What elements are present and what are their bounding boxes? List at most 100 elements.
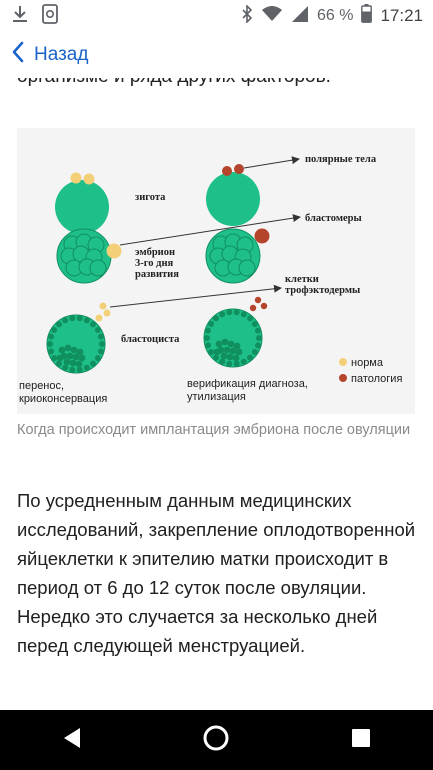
trophectoderm-cell [55, 360, 62, 367]
trophectoderm-cell [62, 364, 69, 371]
label-blastocyst: бластоциста [121, 334, 180, 345]
inner-cell-mass [223, 346, 231, 354]
trophectoderm-norm [103, 309, 111, 317]
label-embryo: эмбрион [135, 247, 175, 258]
trophectoderm-cell [205, 342, 212, 349]
label-cryo: криоконсервация [19, 393, 107, 405]
label-embryo-dev: развития [135, 269, 179, 280]
inner-cell-mass [69, 359, 77, 367]
trophectoderm-cell [254, 327, 261, 334]
wifi-icon [261, 5, 283, 27]
trophectoderm-cell [83, 364, 90, 371]
label-transfer: перенос, [19, 380, 64, 392]
zygote-cell [55, 180, 109, 234]
inner-cell-mass [221, 338, 229, 346]
inner-cell-mass [226, 353, 234, 361]
trophectoderm-cell [51, 355, 58, 362]
label-embryo-day: 3-го дня [135, 258, 173, 269]
signal-icon [291, 5, 309, 28]
label-polar-bodies: полярные тела [305, 154, 377, 165]
blastomere [89, 259, 107, 277]
trophectoderm-cell [240, 311, 247, 318]
trophectoderm-cell [226, 309, 233, 316]
trophectoderm-pathology [260, 302, 268, 310]
trophectoderm-cell [76, 366, 83, 373]
article-content: организме и ряда других факторов. зигота… [0, 78, 433, 710]
trophectoderm-cell [247, 354, 254, 361]
trophectoderm-cell [208, 320, 215, 327]
nav-home-button[interactable] [186, 710, 246, 770]
battery-level: 66 % [316, 7, 354, 24]
trophectoderm-cell [212, 315, 219, 322]
arrow-trophectoderm [109, 284, 282, 308]
trophectoderm-cell [97, 333, 104, 340]
nav-recents-button[interactable] [331, 710, 391, 770]
label-utilization: утилизация [187, 391, 246, 403]
legend-pathology-dot [339, 374, 347, 382]
inner-cell-mass [64, 344, 72, 352]
figure-caption: Когда происходит имплантация эмбриона по… [17, 422, 411, 438]
bluetooth-icon [241, 3, 253, 28]
inner-cell-mass [213, 348, 221, 356]
back-label: Назад [34, 44, 89, 65]
clock: 17:21 [380, 6, 423, 25]
trophectoderm-cell [90, 360, 97, 367]
trophectoderm-cell [219, 311, 226, 318]
trophectoderm-pathology [249, 304, 257, 312]
inner-cell-mass [58, 346, 66, 354]
label-blastomeres: бластомеры [305, 213, 362, 224]
inner-cell-mass [70, 346, 78, 354]
trophectoderm-cell [55, 321, 62, 328]
trophectoderm-cell [226, 360, 233, 367]
inner-cell-mass [66, 352, 74, 360]
trophectoderm-norm [95, 314, 103, 322]
blastocyst [46, 314, 106, 374]
back-button[interactable]: Назад [0, 41, 88, 69]
blastocyst-analyzed [203, 308, 263, 368]
embryo-day3 [56, 228, 112, 284]
polar-body-analyzed [234, 164, 244, 174]
battery-icon [361, 4, 373, 28]
trophectoderm-cell [204, 335, 210, 341]
polar-body [70, 172, 82, 184]
legend-pathology: патология [351, 373, 402, 385]
trophectoderm-cell [256, 335, 262, 341]
blastomere-norm [106, 243, 122, 259]
legend-norm-dot [339, 358, 347, 366]
trophectoderm-cell [233, 309, 240, 316]
trophectoderm-cell [247, 315, 254, 322]
inner-cell-mass [75, 360, 83, 368]
trophectoderm-cell [208, 349, 215, 356]
trophectoderm-cell [254, 342, 261, 349]
label-verification: верификация диагноза, [187, 378, 308, 390]
trophectoderm-cell [51, 326, 58, 333]
download-icon [12, 5, 28, 28]
inner-cell-mass [220, 352, 228, 360]
nav-home-icon [203, 725, 229, 756]
inner-cell-mass [235, 348, 243, 356]
polar-body-analyzed [222, 166, 232, 176]
inner-cell-mass [229, 347, 237, 355]
trophectoderm-norm [99, 302, 107, 310]
trophectoderm-cell [251, 349, 258, 356]
trophectoderm-cell [219, 358, 226, 365]
trophectoderm-cell [69, 315, 76, 322]
embryo-diagram: зигота полярные тела эмбрион 3-го дня ра… [17, 128, 415, 414]
chevron-left-icon [12, 41, 24, 69]
label-trophectoderm: клетки [285, 274, 319, 285]
navigation-bar [0, 710, 433, 770]
trophectoderm-cell [83, 317, 90, 324]
inner-cell-mass [76, 348, 84, 356]
trophectoderm-cell [90, 321, 97, 328]
nav-back-button[interactable] [42, 710, 102, 770]
label-zygote: зигота [135, 192, 166, 203]
inner-cell-mass [63, 358, 71, 366]
trophectoderm-pathology [254, 296, 262, 304]
nav-back-icon [62, 727, 82, 754]
trophectoderm-cell [212, 354, 219, 361]
trophectoderm-cell [76, 315, 83, 322]
inner-cell-mass [72, 353, 80, 361]
blastomere [238, 259, 256, 277]
arrow-blastomeres [119, 214, 301, 246]
article-paragraph: По усредненным данным медицинских исслед… [17, 490, 416, 656]
